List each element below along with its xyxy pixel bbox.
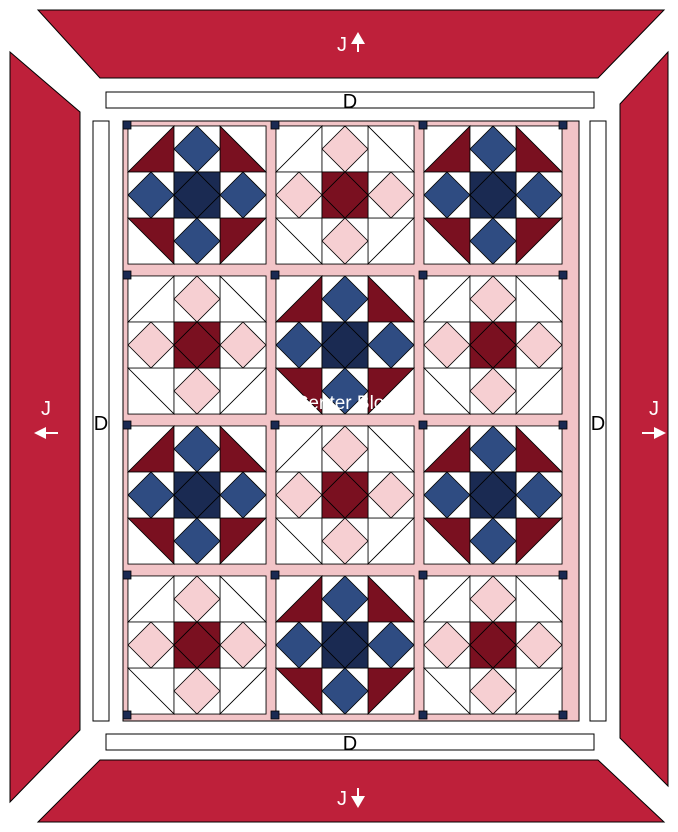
quilt-block xyxy=(128,126,266,264)
sashing-right-label: D xyxy=(591,413,605,435)
sashing-top-label: D xyxy=(343,91,357,113)
quilt-block xyxy=(276,576,414,714)
cornerstone xyxy=(419,121,427,129)
sashing-left-label: D xyxy=(94,413,108,435)
quilt-block xyxy=(424,276,562,414)
cornerstone xyxy=(559,421,567,429)
quilt-block xyxy=(276,126,414,264)
border-bottom-label: J xyxy=(337,788,347,810)
cornerstone xyxy=(271,121,279,129)
cornerstone xyxy=(559,711,567,719)
cornerstone xyxy=(123,271,131,279)
cornerstone xyxy=(559,121,567,129)
border-left xyxy=(10,52,80,802)
quilt-block xyxy=(424,576,562,714)
quilt-block xyxy=(424,126,562,264)
border-top-label: J xyxy=(337,34,347,56)
quilt-block xyxy=(128,276,266,414)
border-right xyxy=(620,52,668,786)
cornerstone xyxy=(419,421,427,429)
cornerstone xyxy=(123,121,131,129)
cornerstone xyxy=(123,711,131,719)
cornerstone xyxy=(419,271,427,279)
quilt-block xyxy=(276,426,414,564)
cornerstone xyxy=(271,711,279,719)
quilt-block xyxy=(128,426,266,564)
quilt-block xyxy=(424,426,562,564)
cornerstone xyxy=(123,421,131,429)
border-bottom xyxy=(38,760,664,822)
cornerstone xyxy=(419,571,427,579)
cornerstone xyxy=(271,571,279,579)
border-left-label: J xyxy=(41,398,51,420)
cornerstone xyxy=(123,571,131,579)
center-block-label: Center Block xyxy=(295,393,404,414)
cornerstone xyxy=(271,271,279,279)
quilt-block xyxy=(128,576,266,714)
cornerstone xyxy=(559,571,567,579)
cornerstone xyxy=(419,711,427,719)
border-right-label: J xyxy=(649,398,659,420)
sashing-bottom-label: D xyxy=(343,733,357,755)
cornerstone xyxy=(559,271,567,279)
cornerstone xyxy=(271,421,279,429)
